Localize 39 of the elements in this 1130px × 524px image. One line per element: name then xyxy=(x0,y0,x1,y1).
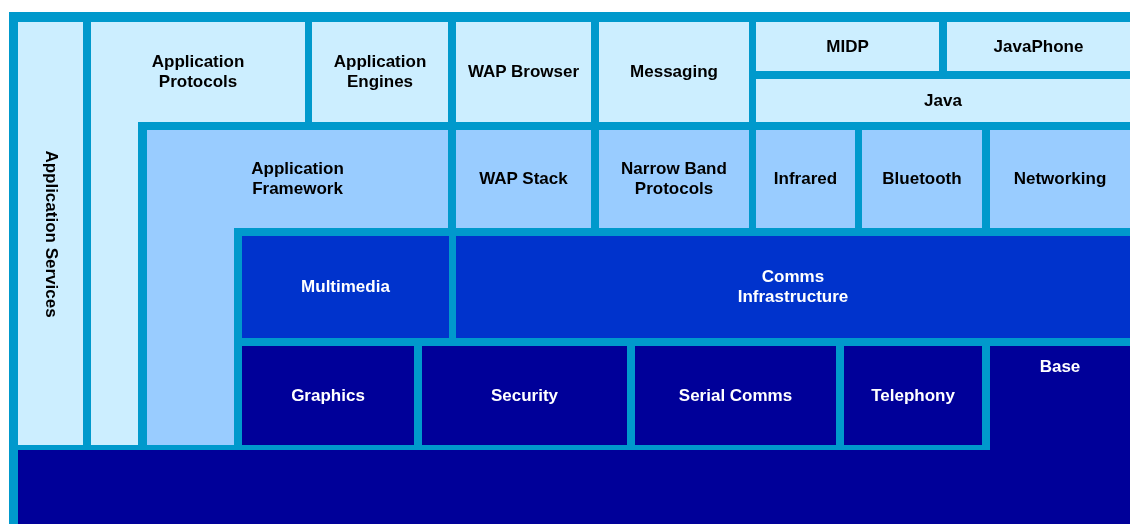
layer-label: Bluetooth xyxy=(882,169,962,189)
layer-label: Serial Comms xyxy=(678,385,793,406)
layer-block xyxy=(756,22,939,71)
layer-block xyxy=(635,346,836,445)
layer-label: Java xyxy=(924,90,962,111)
layer-block xyxy=(990,130,1130,228)
layer-label: WAP Stack xyxy=(479,169,568,189)
layer-block xyxy=(456,22,591,122)
layer-label: Application Services xyxy=(40,149,61,318)
layer-block xyxy=(756,79,1130,122)
layer-block xyxy=(756,130,855,228)
layer-block xyxy=(862,130,982,228)
layer-block xyxy=(599,22,749,122)
layer-label: WAP Browser xyxy=(467,62,580,82)
layer-label: Networking xyxy=(1013,169,1107,189)
layer-block xyxy=(242,346,414,445)
layer-block xyxy=(422,346,627,445)
layer-label: Messaging xyxy=(630,62,718,82)
layer-block xyxy=(312,22,448,122)
layer-block xyxy=(947,22,1130,71)
layer-label: Application Engines xyxy=(332,52,428,92)
layer-label: Infrared xyxy=(773,169,838,189)
layer-label: Narrow Band Protocols xyxy=(620,159,728,199)
layer-label: Base xyxy=(1039,357,1081,377)
layer-block xyxy=(456,236,1130,338)
layer-block xyxy=(599,130,749,228)
layer-label: Telephony xyxy=(871,385,955,406)
layer-label: Application Framework xyxy=(250,159,345,199)
layer-block xyxy=(456,130,591,228)
layer-label: Security xyxy=(490,385,559,406)
layer-label: MIDP xyxy=(826,36,869,57)
layer-label: Graphics xyxy=(291,385,365,406)
layer-label: Multimedia xyxy=(301,277,390,297)
layer-label: JavaPhone xyxy=(993,36,1084,57)
layer-label: Application Protocols xyxy=(150,52,246,92)
layer-label: Comms Infrastructure xyxy=(736,267,850,307)
layer-block xyxy=(844,346,982,445)
layer-block xyxy=(18,22,83,445)
layer-block xyxy=(242,236,449,338)
